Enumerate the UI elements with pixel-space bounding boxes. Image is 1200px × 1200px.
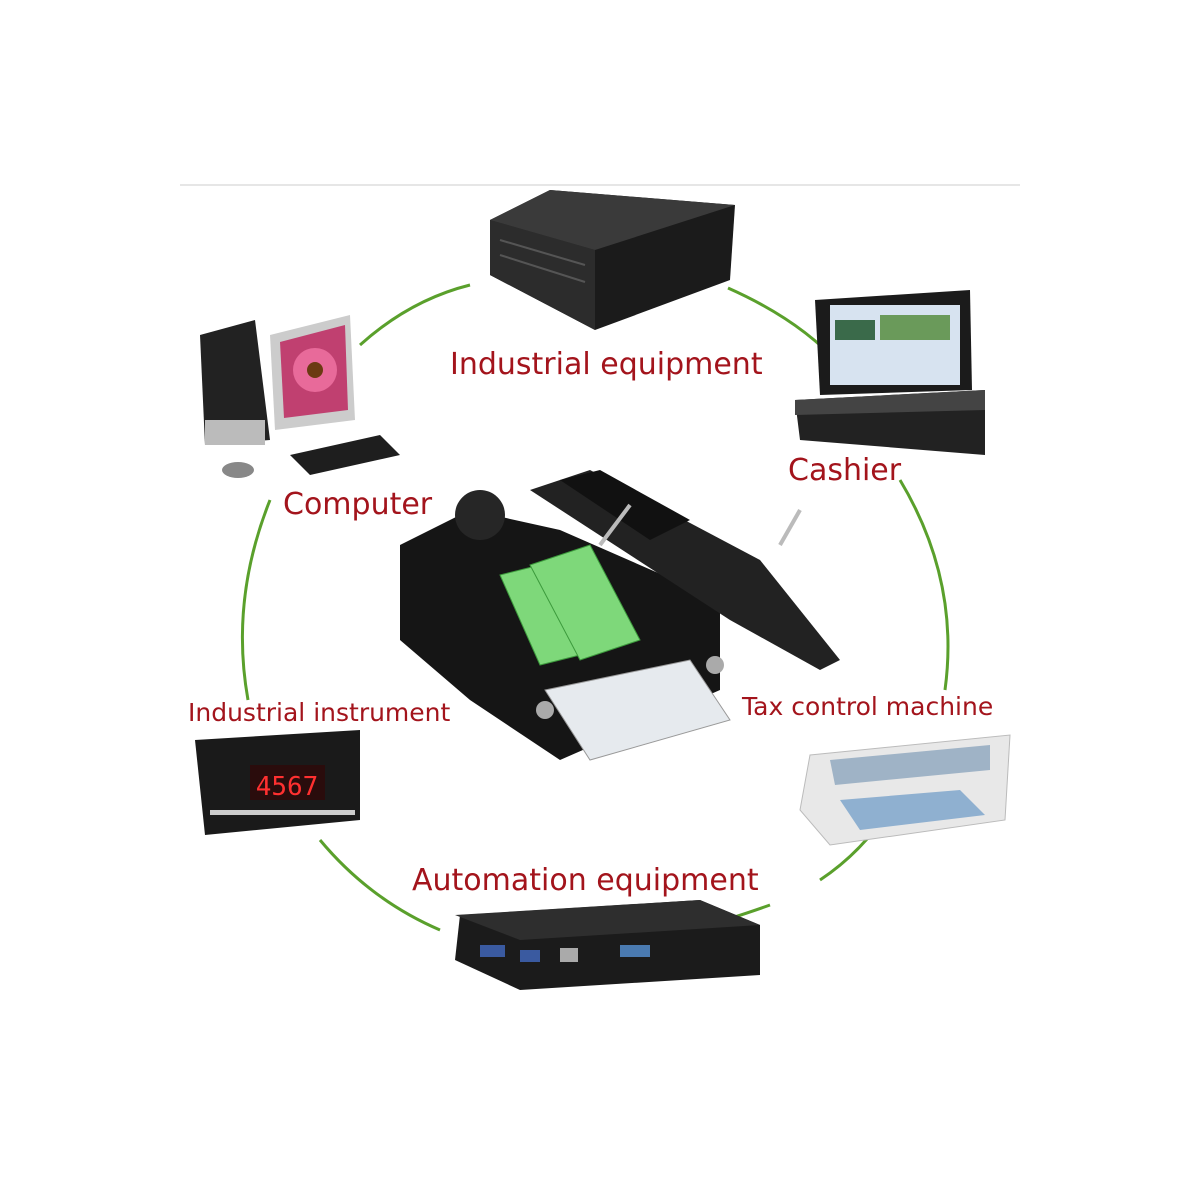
computer-image	[200, 315, 400, 478]
printer-image	[799, 734, 1011, 846]
instrument-display: 4567	[256, 772, 319, 802]
industrial-pc-image	[455, 900, 760, 990]
label-industrial-equipment: Industrial equipment	[450, 347, 763, 382]
label-computer: Computer	[283, 487, 433, 522]
instrument-image	[195, 730, 360, 835]
label-tax-control-machine: Tax control machine	[742, 692, 994, 721]
rack-server-image	[490, 190, 735, 330]
db25-connector-image	[400, 470, 840, 761]
label-automation-equipment: Automation equipment	[412, 863, 759, 898]
cashier-image	[795, 290, 985, 455]
label-cashier: Cashier	[788, 453, 902, 488]
label-industrial-instrument: Industrial instrument	[188, 698, 451, 727]
